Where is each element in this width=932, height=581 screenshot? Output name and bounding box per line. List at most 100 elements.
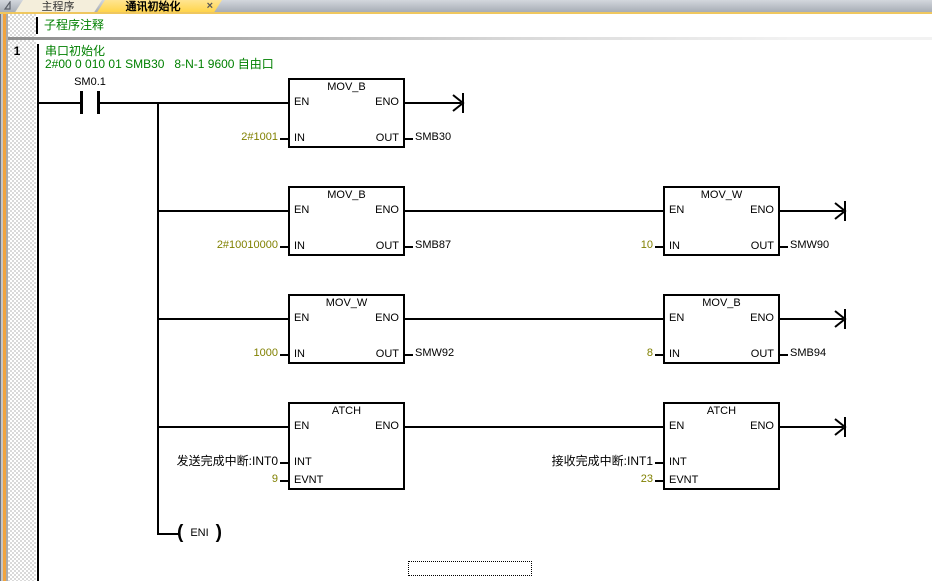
pin-tick [655,462,665,464]
operand-evnt[interactable]: 23 [640,473,653,485]
block-title: MOV_W [325,297,368,309]
coil-paren-right: ) [215,522,222,543]
rung4-wire [780,426,830,428]
rung3-wire [159,318,288,320]
operand-in[interactable]: 8 [646,347,653,359]
pin-in: IN [294,132,305,144]
block-title: MOV_W [700,189,743,201]
close-icon[interactable]: × [206,0,213,12]
rung4-wire [159,426,288,428]
operand-out[interactable]: SMB94 [790,347,827,359]
tab-bar: 主程序 通讯初始化 × [0,0,932,14]
power-rail [37,44,39,581]
pin-tick [280,246,290,248]
network-comment[interactable]: 2#00 0 010 01 SMB30 8-N-1 9600 自由口 [45,57,274,71]
coil-label: ENI [190,527,209,539]
pin-en: EN [669,312,685,324]
eni-coil[interactable]: ( ENI ) [177,520,222,546]
function-block-mov-b[interactable]: MOV_B EN ENO IN OUT 2#10010000 SMB87 [217,186,451,256]
rung3-wire [405,318,663,320]
pin-tick [655,246,665,248]
rung-continuation-arrow [828,417,847,437]
pin-tick [403,354,413,356]
edge-line-gray2 [6,14,8,581]
operand-out[interactable]: SMB87 [415,239,452,251]
pin-out: OUT [750,240,774,252]
tab-comm-init[interactable]: 通讯初始化 × [96,0,222,14]
coil-paren-left: ( [177,522,184,543]
network-gutter [8,14,36,581]
pin-in: IN [669,240,680,252]
pin-tick [280,480,290,482]
contact-operand[interactable]: SM0.1 [74,76,106,88]
operand-evnt[interactable]: 9 [271,473,278,485]
pin-eno: ENO [750,420,774,432]
pin-en: EN [294,420,310,432]
block-title: ATCH [331,405,362,417]
pin-in: IN [294,348,305,360]
operand-int[interactable]: 接收完成中断:INT1 [551,454,653,468]
tab-nav-triangle-icon [3,1,11,10]
block-title: MOV_B [327,189,366,201]
subroutine-comment-label[interactable]: 子程序注释 [44,18,105,32]
function-block-mov-w[interactable]: MOV_W EN ENO IN OUT 10 SMW90 [641,186,829,256]
comment-marker-bar [36,17,38,34]
rung4-wire [405,426,663,428]
tab-scroll-button[interactable] [0,0,16,12]
rung-continuation-arrow [446,93,465,113]
edge-line-gray [1,14,3,581]
pin-eno: ENO [750,204,774,216]
network-title[interactable]: 串口初始化 [45,44,106,58]
edge-line-dark [0,14,1,581]
function-block-mov-w[interactable]: MOV_W EN ENO IN OUT 1000 SMW92 [254,294,454,364]
block-title: ATCH [706,405,737,417]
pin-eno: ENO [375,96,399,108]
rung2-wire [780,210,830,212]
tab-label: 通讯初始化 [125,1,181,13]
pin-evnt: EVNT [294,474,324,486]
pin-tick [280,138,290,140]
operand-out[interactable]: SMB30 [415,131,452,143]
operand-int[interactable]: 发送完成中断:INT0 [176,454,278,468]
operand-out[interactable]: SMW92 [415,347,455,359]
pin-tick [778,246,788,248]
function-block-atch[interactable]: ATCH EN ENO INT EVNT 发送完成中断:INT0 9 [177,402,405,490]
operand-out[interactable]: SMW90 [790,239,830,251]
pin-tick [280,354,290,356]
pin-in: IN [669,348,680,360]
header-separator [8,37,932,40]
edge-strip-orange [3,14,6,581]
pin-eno: ENO [375,204,399,216]
operand-in[interactable]: 2#1001 [241,131,278,143]
operand-in[interactable]: 1000 [253,347,278,359]
rung-continuation-arrow [828,309,847,329]
function-block-mov-b[interactable]: MOV_B EN ENO IN OUT 2#1001 SMB30 [241,78,451,148]
operand-in[interactable]: 10 [640,239,653,251]
function-block-mov-b[interactable]: MOV_B EN ENO IN OUT 8 SMB94 [647,294,826,364]
tab-main-program[interactable]: 主程序 [14,0,102,14]
pin-en: EN [294,312,310,324]
pin-in: IN [294,240,305,252]
pin-evnt: EVNT [669,474,699,486]
coil-wire [159,533,179,535]
function-block-atch[interactable]: ATCH EN ENO INT EVNT 接收完成中断:INT1 23 [552,402,780,490]
pin-eno: ENO [375,312,399,324]
tab-underline [0,12,932,14]
rung2-wire [159,210,288,212]
pin-tick [280,462,290,464]
pin-tick [778,354,788,356]
pin-out: OUT [375,132,399,144]
pin-tick [403,138,413,140]
rung3-wire [780,318,830,320]
contact-bar-left [80,91,83,114]
pin-en: EN [669,204,685,216]
block-title: MOV_B [327,81,366,93]
pin-eno: ENO [750,312,774,324]
pin-en: EN [294,96,310,108]
operand-in[interactable]: 2#10010000 [216,239,278,251]
pin-eno: ENO [375,420,399,432]
pin-out: OUT [375,240,399,252]
pin-tick [403,246,413,248]
selection-placeholder-box[interactable] [408,561,532,576]
tab-label: 主程序 [41,1,75,13]
